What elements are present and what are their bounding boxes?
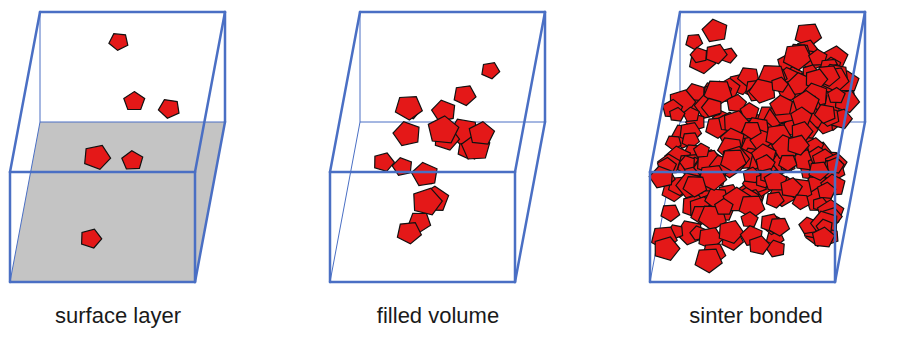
floor-layer [10, 122, 225, 282]
hidden-edge [40, 12, 41, 122]
figure-label: filled volume [377, 303, 499, 329]
particle [772, 77, 788, 92]
box-edge [834, 172, 837, 282]
particle [683, 177, 707, 198]
box-edge [10, 171, 195, 174]
particle [122, 151, 143, 169]
particle [124, 92, 145, 110]
box-edge [514, 172, 517, 282]
particle [680, 156, 695, 170]
particle [428, 116, 459, 143]
particle [695, 249, 722, 273]
particle [375, 153, 395, 172]
box-edge [680, 11, 865, 14]
box-edge [360, 11, 545, 14]
particle [818, 182, 836, 198]
particle [770, 95, 793, 115]
box-edge [10, 281, 195, 284]
box-sinter-bonded [649, 12, 865, 282]
figure-label: sinter bonded [689, 303, 822, 329]
particle [767, 192, 785, 208]
particle [828, 88, 845, 103]
particle [454, 86, 476, 106]
box-edge [329, 172, 332, 282]
particle [655, 237, 680, 260]
particle [749, 79, 775, 103]
particle [694, 143, 710, 157]
box-edge [650, 12, 680, 172]
particle [85, 145, 111, 169]
box-edge [10, 12, 40, 172]
hidden-edge [360, 12, 361, 122]
particle [482, 63, 500, 79]
particle [82, 229, 102, 248]
particle [719, 221, 744, 244]
particle [715, 199, 733, 215]
particle [781, 178, 802, 197]
particle [706, 45, 727, 64]
figure-label: surface layer [55, 303, 181, 329]
particle [395, 97, 422, 120]
box-edge [650, 281, 835, 284]
particle [412, 162, 438, 185]
box-edge [650, 171, 835, 174]
particle [815, 105, 835, 124]
particle [393, 122, 419, 146]
particle [750, 236, 770, 255]
particle [702, 19, 727, 41]
particle [813, 227, 835, 247]
particle [649, 166, 672, 188]
box-edge [224, 12, 227, 122]
box-edge [330, 12, 360, 172]
particle [690, 48, 706, 63]
particle [683, 107, 699, 121]
box-edge [864, 12, 867, 122]
particle [792, 195, 809, 210]
box-edge [9, 172, 12, 282]
particle [741, 212, 758, 227]
particle [397, 223, 421, 244]
box-edge [544, 12, 547, 122]
box-edge [649, 172, 652, 282]
particle [742, 123, 761, 140]
box-surface-layer [10, 12, 225, 282]
particle [756, 155, 775, 172]
particle [779, 155, 797, 171]
box-edge [194, 172, 197, 282]
particle [109, 34, 128, 51]
particle [721, 150, 747, 172]
box-edge [195, 122, 225, 282]
box-edge [515, 122, 545, 282]
box-edge [835, 122, 865, 282]
particle [661, 205, 680, 221]
particle [702, 98, 722, 117]
particle [414, 188, 443, 215]
particle [469, 122, 494, 144]
box-edge [330, 171, 515, 174]
box-edge [40, 11, 225, 14]
particle [158, 100, 179, 119]
particle [788, 135, 809, 155]
particle [686, 35, 703, 50]
box-filled-volume [330, 12, 545, 282]
box-edge [330, 281, 515, 284]
hidden-edge [40, 122, 225, 123]
particle [769, 218, 789, 236]
particle [766, 240, 784, 257]
particle [670, 107, 685, 121]
